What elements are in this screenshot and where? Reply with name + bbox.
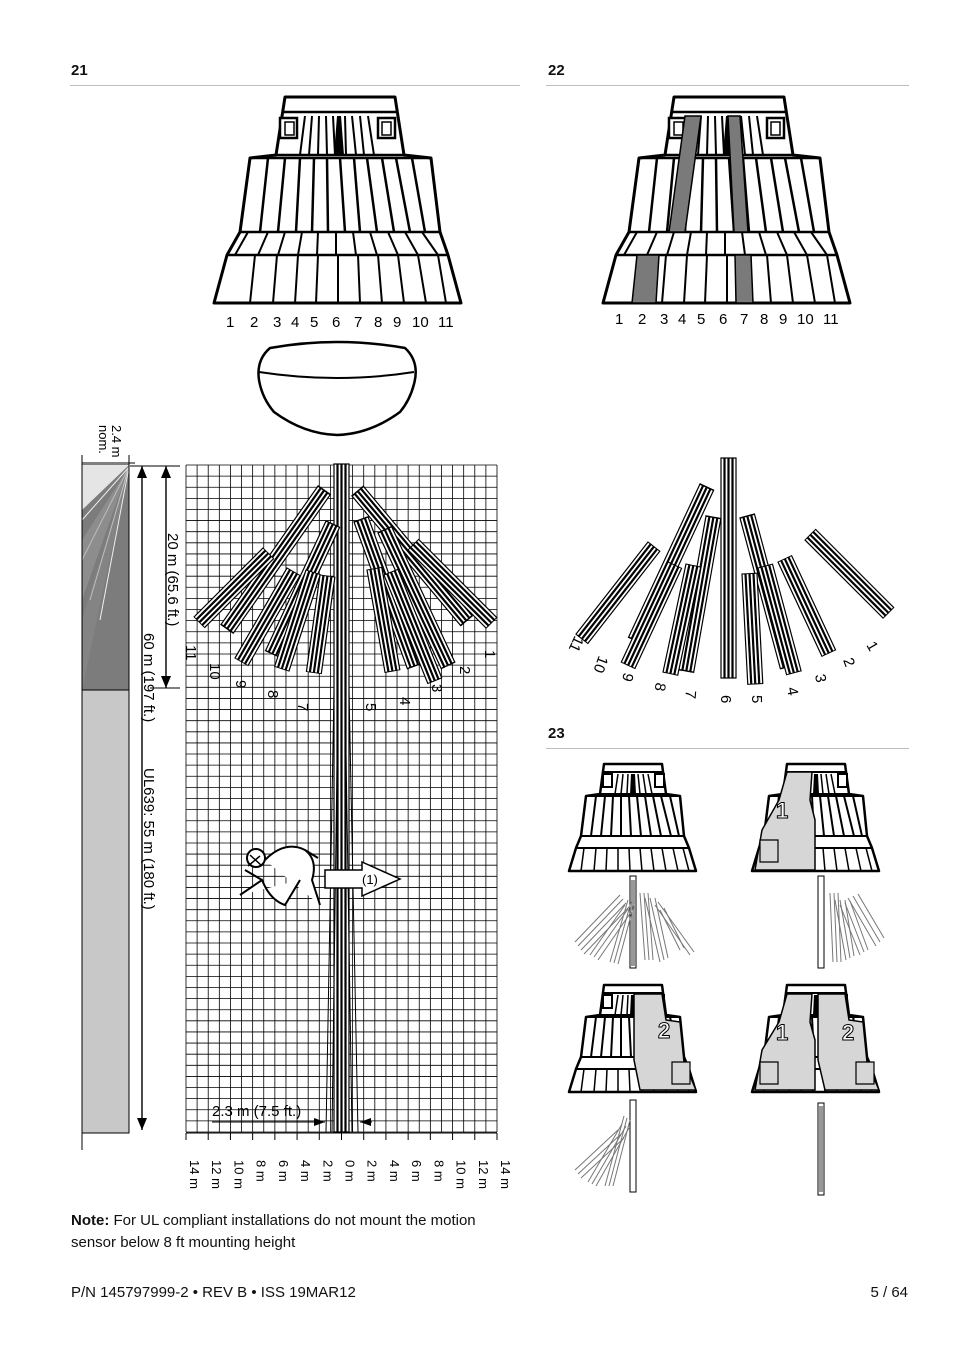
mini-fan-full <box>574 875 695 969</box>
figure-22-rule <box>546 85 909 86</box>
walk-direction-arrow <box>324 860 402 898</box>
x-axis-tick-label: 6 m <box>276 1160 291 1182</box>
figure-22-number: 22 <box>548 62 565 79</box>
x-axis-tick-label: 6 m <box>409 1160 424 1182</box>
svg-text:10: 10 <box>206 663 223 680</box>
wall-light-zone <box>81 689 130 1134</box>
lens-side-view <box>257 340 417 437</box>
mini-lens-full <box>567 762 698 873</box>
svg-text:3: 3 <box>811 673 829 684</box>
mask-label-1-top: 1 <box>776 798 788 823</box>
svg-text:7: 7 <box>294 703 311 711</box>
mask-label-1-bottom: 1 <box>776 1020 788 1045</box>
lens-zone-labels-21: 1 2 3 4 5 6 7 8 9 10 11 <box>226 314 454 331</box>
x-axis-tick-label: 4 m <box>387 1160 402 1182</box>
svg-text:1: 1 <box>481 650 498 658</box>
figure-21-rule <box>70 85 520 86</box>
walking-person-icon <box>239 845 321 907</box>
svg-text:2: 2 <box>456 666 473 674</box>
x-axis-tick-label: 4 m <box>298 1160 313 1182</box>
mini-fan-right <box>817 875 885 969</box>
svg-text:11: 11 <box>565 633 587 654</box>
svg-text:5: 5 <box>362 703 379 711</box>
lens-front-view <box>212 95 463 305</box>
mask-label-2-left: 2 <box>658 1018 670 1043</box>
ul-installation-note: Note: For UL compliant installations do … <box>71 1210 521 1254</box>
distance-20m-label: 20 m (65.6 ft.) <box>164 533 181 626</box>
x-axis-tick-label: 12 m <box>476 1160 491 1189</box>
mini-fan-left <box>574 1099 637 1193</box>
svg-text:1: 1 <box>863 639 882 655</box>
x-axis-tick-label: 14 m <box>498 1160 513 1189</box>
svg-text:9: 9 <box>232 680 249 688</box>
x-axis-tick-label: 0 m <box>343 1160 358 1182</box>
svg-text:7: 7 <box>681 690 699 700</box>
coverage-zone-labels: 1 2 3 4 5 7 8 9 10 11 <box>182 645 498 711</box>
shaded-zone-7-lower <box>734 254 754 304</box>
mask-label-2-right: 2 <box>842 1020 854 1045</box>
svg-text:9: 9 <box>618 671 637 683</box>
x-axis-tick-label: 8 m <box>254 1160 269 1182</box>
shaded-zone-2-upper <box>668 115 702 233</box>
svg-text:3: 3 <box>428 684 445 692</box>
figure-23-number: 23 <box>548 725 565 742</box>
shaded-zone-7-upper <box>727 115 749 233</box>
svg-text:11: 11 <box>182 645 199 661</box>
width-dimension-label: 2.3 m (7.5 ft.) <box>212 1103 301 1120</box>
x-axis-tick-label: 2 m <box>320 1160 335 1182</box>
x-axis-tick-labels: 14 m 12 m 10 m 8 m 6 m 4 m 2 m 0 m 2 m 4 m 6 m 8 m 1… <box>187 1160 513 1189</box>
note-text: For UL compliant installations do not mo… <box>71 1212 476 1251</box>
footer-part-number: P/N 145797999-2 • REV B • ISS 19MAR12 <box>71 1284 356 1301</box>
svg-text:8: 8 <box>264 690 281 698</box>
x-axis-tick-label: 12 m <box>209 1160 224 1189</box>
svg-text:5: 5 <box>748 695 765 703</box>
x-axis-tick-label: 10 m <box>454 1160 469 1189</box>
shaded-zone-2-lower <box>631 254 660 304</box>
x-axis-tick-label: 14 m <box>187 1160 202 1189</box>
lens-zone-labels-22: 1 2 3 4 5 6 7 8 9 10 11 <box>615 311 839 328</box>
svg-text:4: 4 <box>783 686 801 697</box>
mini-center-beam <box>817 1102 825 1196</box>
footer-page-number: 5 / 64 <box>870 1284 908 1301</box>
x-axis-tick-label: 10 m <box>231 1160 246 1189</box>
x-axis-tick-label: 2 m <box>365 1160 380 1182</box>
distance-60m-label: 60 m (197 ft.) <box>140 633 157 722</box>
note-label: Note: <box>71 1212 110 1229</box>
fan-zone-labels-22: 1 2 3 4 5 6 7 8 9 10 11 <box>565 633 882 703</box>
walk-arrow-label: (1) <box>362 872 378 887</box>
svg-text:8: 8 <box>651 681 669 692</box>
svg-text:6: 6 <box>717 695 734 703</box>
svg-text:10: 10 <box>590 654 612 675</box>
svg-text:2: 2 <box>839 656 858 670</box>
svg-text:4: 4 <box>396 697 413 705</box>
figure-21-number: 21 <box>71 62 88 79</box>
figure-23-rule <box>546 748 909 749</box>
central-beam <box>325 463 359 1133</box>
fan-beams-22 <box>575 457 895 685</box>
mount-height-label: 2.4 m nom. <box>96 425 124 461</box>
x-axis-tick-label: 8 m <box>431 1160 446 1182</box>
distance-ul-label: UL639: 55 m (180 ft.) <box>140 768 157 910</box>
